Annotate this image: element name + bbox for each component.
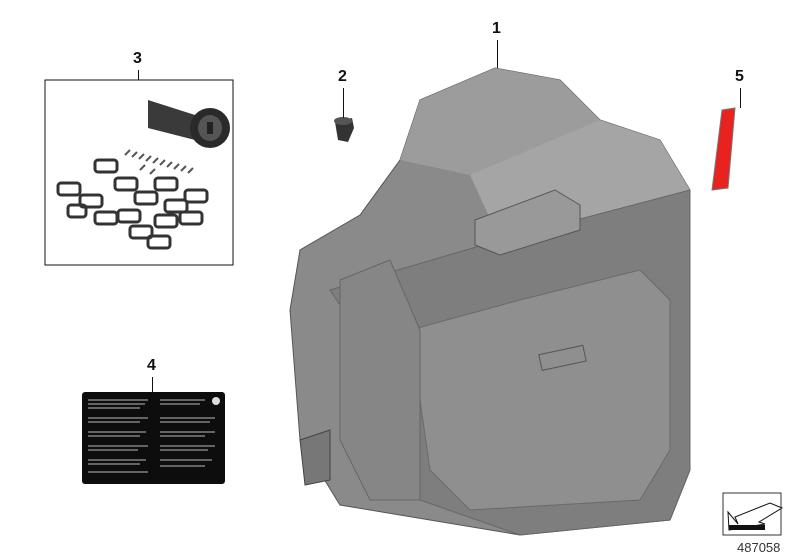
callout-1: 1 bbox=[492, 20, 501, 37]
retaining-clips-icon bbox=[56, 158, 209, 250]
view-direction-arrow-icon bbox=[722, 492, 784, 536]
leader-line-4 bbox=[152, 377, 153, 392]
reflector-icon bbox=[711, 107, 736, 191]
pins-icon bbox=[124, 149, 194, 175]
leader-line-1 bbox=[497, 40, 498, 68]
leader-line-2 bbox=[343, 88, 344, 118]
lock-cylinder-icon bbox=[148, 100, 230, 148]
callout-5: 5 bbox=[735, 68, 744, 85]
callout-4: 4 bbox=[147, 357, 156, 374]
plug-icon bbox=[334, 117, 354, 142]
leader-line-3 bbox=[138, 70, 139, 80]
diagram-number: 487058 bbox=[737, 540, 781, 555]
lock-set-group bbox=[44, 79, 234, 266]
pannier-case-icon bbox=[289, 67, 691, 536]
warning-label-icon bbox=[82, 392, 225, 484]
leader-line-5 bbox=[740, 88, 741, 108]
callout-3: 3 bbox=[133, 50, 142, 67]
callout-2: 2 bbox=[338, 68, 347, 85]
